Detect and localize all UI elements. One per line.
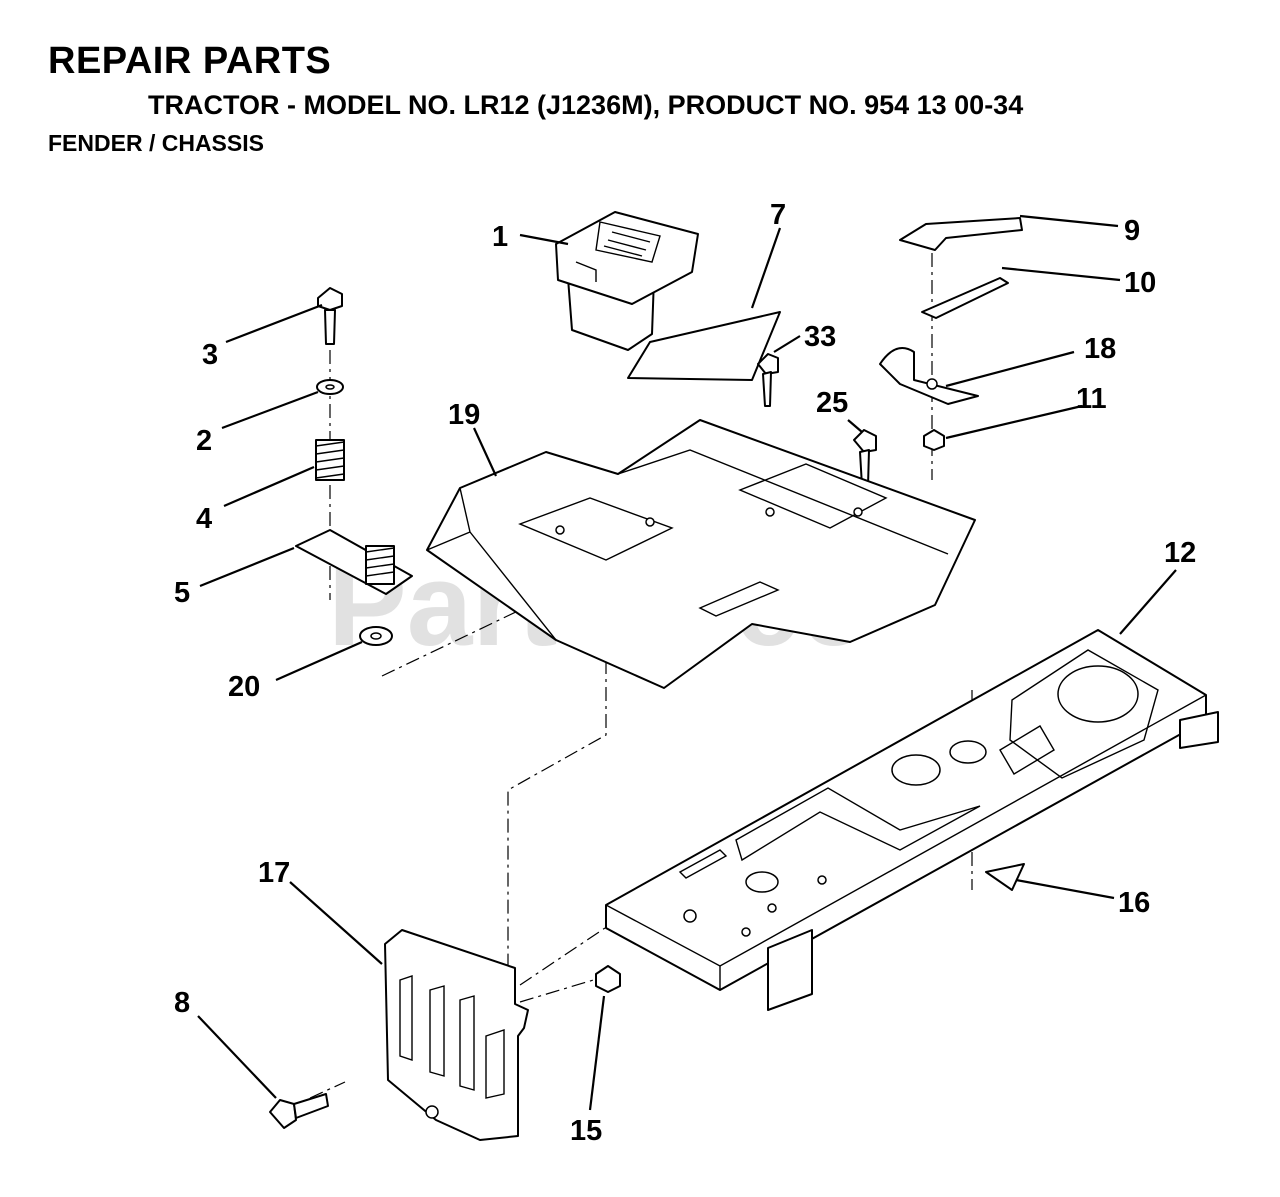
part-11-nut[interactable]: [923, 429, 945, 451]
part-17-plate[interactable]: [384, 929, 529, 1141]
section-title: FENDER / CHASSIS: [48, 130, 264, 156]
part-5-spring-plate[interactable]: [295, 529, 413, 595]
part-18-clamp[interactable]: [879, 347, 979, 405]
callout-20: 20: [228, 671, 260, 703]
part-3-bolt[interactable]: [317, 287, 343, 345]
callout-1: 1: [492, 221, 508, 253]
part-8-bolt[interactable]: [269, 1093, 329, 1129]
callout-33: 33: [804, 321, 836, 353]
callout-3: 3: [202, 339, 218, 371]
callout-9: 9: [1124, 215, 1140, 247]
part-25-bolt[interactable]: [853, 429, 877, 487]
callout-7: 7: [770, 199, 786, 231]
callout-15: 15: [570, 1115, 602, 1147]
part-1-battery-box[interactable]: [555, 211, 699, 351]
callout-4: 4: [196, 503, 212, 535]
page-title: REPAIR PARTS: [48, 40, 332, 82]
model-subtitle: TRACTOR - MODEL NO. LR12 (J1236M), PRODU…: [148, 90, 1024, 120]
callout-12: 12: [1164, 537, 1196, 569]
callout-11: 11: [1076, 383, 1107, 415]
part-2-washer[interactable]: [316, 379, 344, 395]
callout-17: 17: [258, 857, 290, 889]
part-15-nut[interactable]: [595, 965, 621, 993]
callout-2: 2: [196, 425, 212, 457]
callout-19: 19: [448, 399, 480, 431]
callout-16: 16: [1118, 887, 1150, 919]
part-10-plate[interactable]: [921, 277, 1009, 319]
part-19-fender[interactable]: [426, 419, 976, 689]
callout-18: 18: [1084, 333, 1116, 365]
part-20-washer[interactable]: [359, 626, 393, 646]
part-16-bracket[interactable]: [985, 863, 1025, 891]
callout-8: 8: [174, 987, 190, 1019]
part-7-pad[interactable]: [627, 311, 781, 381]
leader-lines: [197, 214, 1177, 1111]
part-12-chassis[interactable]: [605, 629, 1219, 1011]
part-33-bolt[interactable]: [757, 353, 779, 407]
part-9-bracket[interactable]: [899, 217, 1023, 251]
part-4-spring[interactable]: [315, 439, 345, 481]
callout-25: 25: [816, 387, 848, 419]
callout-10: 10: [1124, 267, 1156, 299]
callout-5: 5: [174, 577, 190, 609]
